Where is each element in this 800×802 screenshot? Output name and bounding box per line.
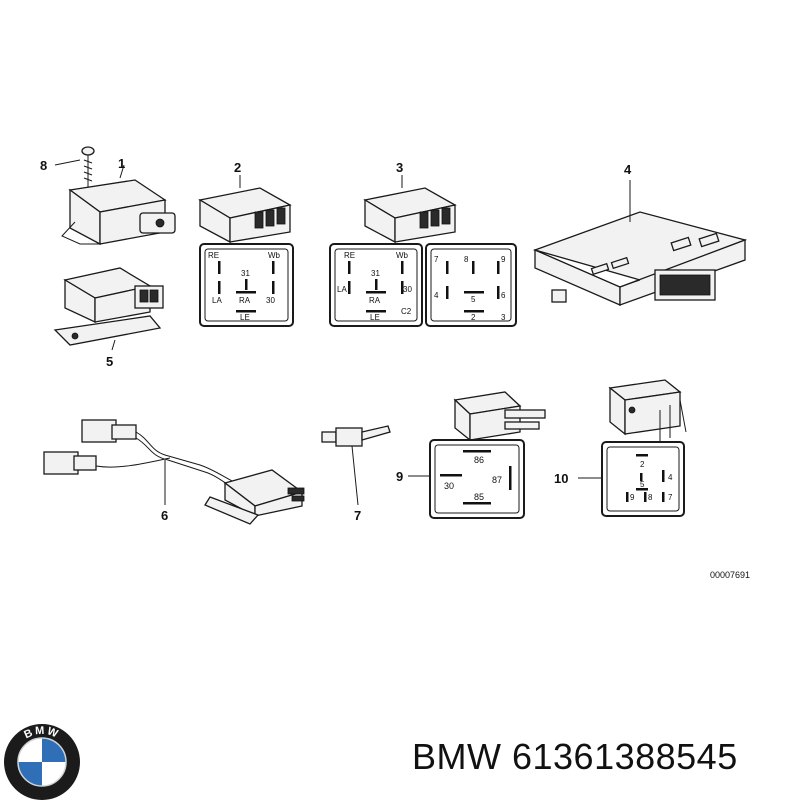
pin-label: 8	[648, 493, 653, 502]
pin-label: 5	[471, 295, 476, 304]
pin-label: 5	[640, 480, 645, 489]
pin-label: 6	[501, 291, 506, 300]
pin-label: RE	[344, 251, 355, 260]
part-3-relay	[363, 175, 457, 244]
callout-2: 2	[234, 160, 241, 175]
pin-label: 4	[668, 473, 673, 482]
pin-label: 87	[492, 475, 502, 485]
pin-label: 8	[464, 255, 469, 264]
callout-10: 10	[554, 471, 568, 486]
relay-9-pin-diagram: 86 87 30 85	[408, 439, 525, 519]
pin-label: LA	[337, 285, 347, 294]
callout-3: 3	[396, 160, 403, 175]
relay-10-pin-diagram: 2 4 5 9 8 7	[578, 441, 685, 517]
pin-label: RA	[369, 296, 381, 305]
part-4-control-module	[532, 180, 748, 306]
drawing-number: 00007691	[710, 570, 750, 580]
pin-label: LE	[240, 313, 250, 322]
pin-label: RA	[239, 296, 251, 305]
pin-label: 9	[630, 493, 635, 502]
pin-label: 3	[501, 313, 506, 322]
pin-label: 9	[501, 255, 506, 264]
part-7-connector	[321, 425, 391, 506]
callout-5: 5	[106, 354, 113, 369]
pin-label: 2	[640, 460, 645, 469]
pin-label: 30	[266, 296, 275, 305]
part-8-screw	[54, 146, 95, 190]
pin-label: 4	[434, 291, 439, 300]
part-2-relay	[198, 175, 292, 244]
brand-part-number: BMW 61361388545	[412, 736, 738, 777]
relay-3-left-pin-diagram: RE Wb 31 LA RA 30 LE C2	[329, 243, 423, 327]
pin-label: Wb	[268, 251, 281, 260]
part-1-relay	[61, 164, 176, 246]
logo-blue-quadrant	[18, 762, 42, 786]
callout-9: 9	[396, 469, 403, 484]
pin-label: 86	[474, 455, 484, 465]
pin-label: 30	[444, 481, 454, 491]
part-10-relay	[608, 379, 687, 442]
pin-label: 7	[434, 255, 439, 264]
pin-label: 7	[668, 493, 673, 502]
pin-label: 2	[471, 313, 476, 322]
pin-label: 30	[403, 285, 412, 294]
logo-blue-quadrant	[42, 738, 66, 762]
pin-label: 31	[371, 269, 380, 278]
part-6-wiring-harness	[43, 419, 305, 525]
callout-4: 4	[624, 162, 632, 177]
pin-label: 31	[241, 269, 250, 278]
callout-8: 8	[40, 158, 47, 173]
pin-label: LE	[370, 313, 380, 322]
relay-2-pin-diagram: RE Wb 31 LA RA 30 LE	[199, 243, 294, 327]
part-9-relay	[453, 391, 546, 442]
pin-label: Wb	[396, 251, 409, 260]
callout-1: 1	[118, 156, 125, 171]
callout-6: 6	[161, 508, 168, 523]
relay-3-right-pin-diagram: 7 8 9 4 5 6 2 3	[425, 243, 517, 327]
bmw-logo: BMW	[4, 724, 80, 800]
pin-label: C2	[401, 307, 412, 316]
part-5-relay	[53, 267, 164, 351]
logo-letters: BMW	[22, 725, 61, 741]
pin-label: 85	[474, 492, 484, 502]
callout-7: 7	[354, 508, 361, 523]
pin-label: LA	[212, 296, 222, 305]
pin-label: RE	[208, 251, 219, 260]
